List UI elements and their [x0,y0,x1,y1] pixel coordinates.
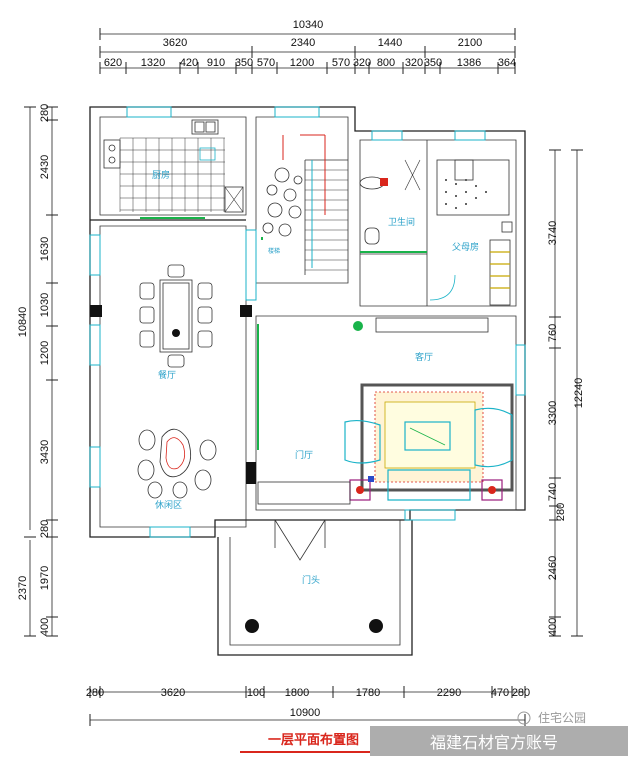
green-partitions [140,217,427,450]
drawing-title: 一层平面布置图 [240,732,370,753]
dining-label: 餐厅 [158,369,176,381]
watermark: 住宅公园 福建石材官方账号 [370,710,628,756]
stair: 楼梯 [262,134,348,275]
left-dim-2: 2430 [39,155,51,179]
left-dim-5: 1200 [39,341,51,365]
living-label: 客厅 [415,351,433,363]
left-total-dim: 10840 [17,307,29,338]
right-dim-4: 740 [547,483,559,501]
left-dim-9: 400 [39,618,51,636]
columns [90,305,383,633]
bottom-dim-6: 2290 [437,687,461,699]
kitchen-tiles [119,137,225,212]
top-sub-dim-2: 1320 [141,57,165,69]
top-sub-dim-3: 420 [180,57,198,69]
bottom-dim-7: 470 [491,687,509,699]
right-dim-3: 3300 [547,401,559,425]
left-dim-8: 1970 [39,566,51,590]
bottom-dim-4: 1800 [285,687,309,699]
top-sub-dim-7: 1200 [290,57,314,69]
bottom-total-dim: 10900 [290,707,321,719]
right-dim-5: 280 [555,503,567,521]
bathroom-label: 卫生间 [388,216,415,228]
plant-decoration [262,167,303,237]
lounge-area: 休闲区 [137,428,217,511]
entry: 门厅 [257,449,351,561]
top-sub-dim-11: 320 [405,57,423,69]
top-sub-dim-4: 910 [207,57,225,69]
dining-area: 餐厅 [139,264,213,381]
left-dimensions: 280 2430 1630 1030 1200 3430 280 1970 40… [17,104,58,637]
watermark-handle: 住宅公园 [538,710,586,725]
bottom-dim-5: 1780 [356,687,380,699]
bottom-dimensions: 280 3620 100 1800 1780 2290 470 280 1090… [86,686,530,726]
kitchen-label: 厨房 [152,169,170,181]
lounge-label: 休闲区 [155,499,182,511]
right-total-dim: 12240 [573,378,585,409]
left-dim-3: 1630 [39,237,51,261]
top-dim-4: 2100 [458,37,482,49]
left-dim-6: 3430 [39,440,51,464]
bottom-dim-8: 280 [512,687,530,699]
stair-label: 楼梯 [268,247,280,255]
bottom-dim-1: 280 [86,687,104,699]
right-dim-6: 2460 [547,556,559,580]
bottom-dim-3: 100 [247,687,265,699]
top-dim-3: 1440 [378,37,402,49]
right-dim-7: 400 [547,618,559,636]
top-sub-dim-12: 350 [424,57,442,69]
right-dim-2: 760 [547,324,559,342]
top-total-dim: 10340 [293,19,324,31]
watermark-text: 福建石材官方账号 [430,733,558,752]
plan-title: 一层平面布置图 [268,732,359,748]
top-sub-dim-14: 364 [498,57,516,69]
top-sub-dim-5: 350 [235,57,253,69]
top-sub-dim-10: 800 [377,57,395,69]
top-dimensions: 10340 3620 2340 1440 2100 62 [99,19,516,74]
left-dim-4: 1030 [39,293,51,317]
top-sub-dim-9: 320 [353,57,371,69]
top-dim-1: 3620 [163,37,187,49]
top-sub-dim-8: 570 [332,57,350,69]
windows [89,106,526,538]
parents-room-label: 父母房 [452,241,479,253]
walls [89,106,526,656]
parents-room: 父母房 [429,159,513,306]
top-sub-dim-13: 1386 [457,57,481,69]
top-dim-2: 2340 [291,37,315,49]
right-dimensions: 3740 760 3300 740 280 2460 400 12240 [547,149,585,637]
living-room: 客厅 [344,317,514,501]
right-dim-1: 3740 [547,221,559,245]
entry-label: 门厅 [295,449,313,461]
porch-label: 门头 [302,574,320,586]
porch: 门头 [302,574,320,586]
bottom-dim-2: 3620 [161,687,185,699]
left-porch-dim: 2370 [17,576,29,600]
left-dim-7: 280 [39,520,51,538]
top-sub-dim-6: 570 [257,57,275,69]
bathroom: 卫生间 [359,159,421,245]
left-dim-1: 280 [39,104,51,122]
top-sub-dim-1: 620 [104,57,122,69]
kitchen: 厨房 [103,119,244,213]
